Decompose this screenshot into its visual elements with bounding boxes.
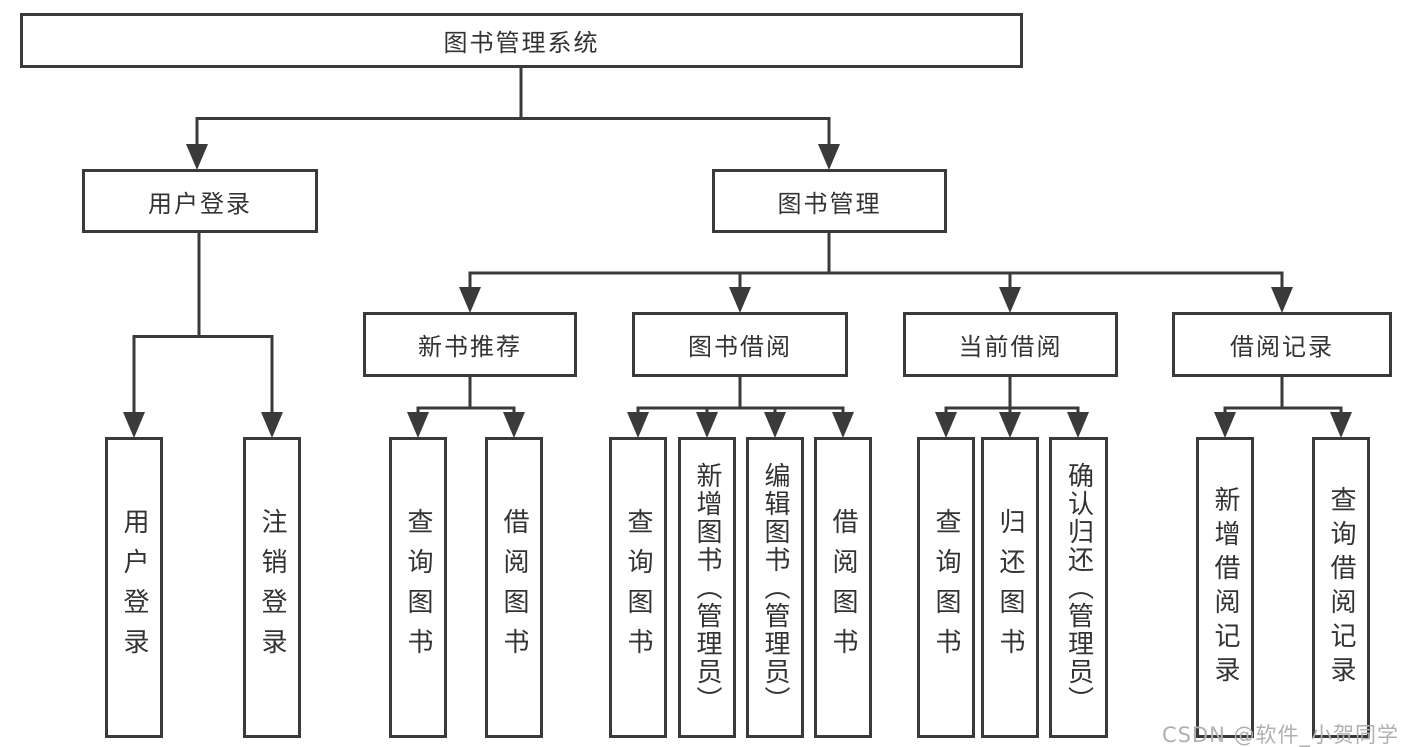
- leaf-user-login: 用户登录: [105, 437, 163, 738]
- leaf-logout-label: 注销登录: [257, 507, 287, 668]
- leaf-add-borrow-record: 新增借阅记录: [1196, 437, 1254, 738]
- leaf-add-borrow-record-label: 新增借阅记录: [1210, 485, 1240, 690]
- leaf-borrow-books-borrowing-label: 借阅图书: [828, 507, 858, 668]
- leaf-query-borrow-record-label: 查询借阅记录: [1326, 485, 1356, 690]
- leaf-query-books-current-label: 查询图书: [931, 507, 961, 668]
- watermark: CSDN @软件_小贺同学: [1161, 723, 1399, 747]
- node-book-management: 图书管理: [712, 169, 947, 233]
- leaf-edit-books-admin: 编辑图书（管理员）: [746, 437, 804, 738]
- leaf-borrow-books-borrowing: 借阅图书: [814, 437, 872, 738]
- leaf-return-books-label: 归还图书: [995, 507, 1025, 668]
- node-new-book-recommendation: 新书推荐: [363, 312, 577, 377]
- leaf-borrow-books-recommend-label: 借阅图书: [499, 507, 529, 668]
- leaf-add-books-admin-label: 新增图书（管理员）: [692, 461, 722, 714]
- leaf-query-borrow-record: 查询借阅记录: [1312, 437, 1370, 738]
- node-user-login: 用户登录: [82, 169, 318, 233]
- leaf-logout: 注销登录: [243, 437, 301, 738]
- node-book-borrowing: 图书借阅: [632, 312, 848, 377]
- leaf-return-books: 归还图书: [981, 437, 1039, 738]
- leaf-query-books-borrowing: 查询图书: [609, 437, 667, 738]
- node-current-borrowing: 当前借阅: [903, 312, 1118, 377]
- leaf-query-books-current: 查询图书: [917, 437, 975, 738]
- node-borrowing-records: 借阅记录: [1172, 312, 1392, 377]
- leaf-user-login-label: 用户登录: [119, 507, 149, 668]
- leaf-borrow-books-recommend: 借阅图书: [485, 437, 543, 738]
- node-library-management-system: 图书管理系统: [20, 13, 1023, 68]
- leaf-query-books-borrowing-label: 查询图书: [623, 507, 653, 668]
- leaf-confirm-return-admin: 确认归还（管理员）: [1049, 437, 1108, 738]
- leaf-query-books-recommend-label: 查询图书: [403, 507, 433, 668]
- leaf-confirm-return-admin-label: 确认归还（管理员）: [1063, 461, 1094, 714]
- leaf-add-books-admin: 新增图书（管理员）: [678, 437, 736, 738]
- leaf-query-books-recommend: 查询图书: [389, 437, 447, 738]
- leaf-edit-books-admin-label: 编辑图书（管理员）: [760, 461, 790, 714]
